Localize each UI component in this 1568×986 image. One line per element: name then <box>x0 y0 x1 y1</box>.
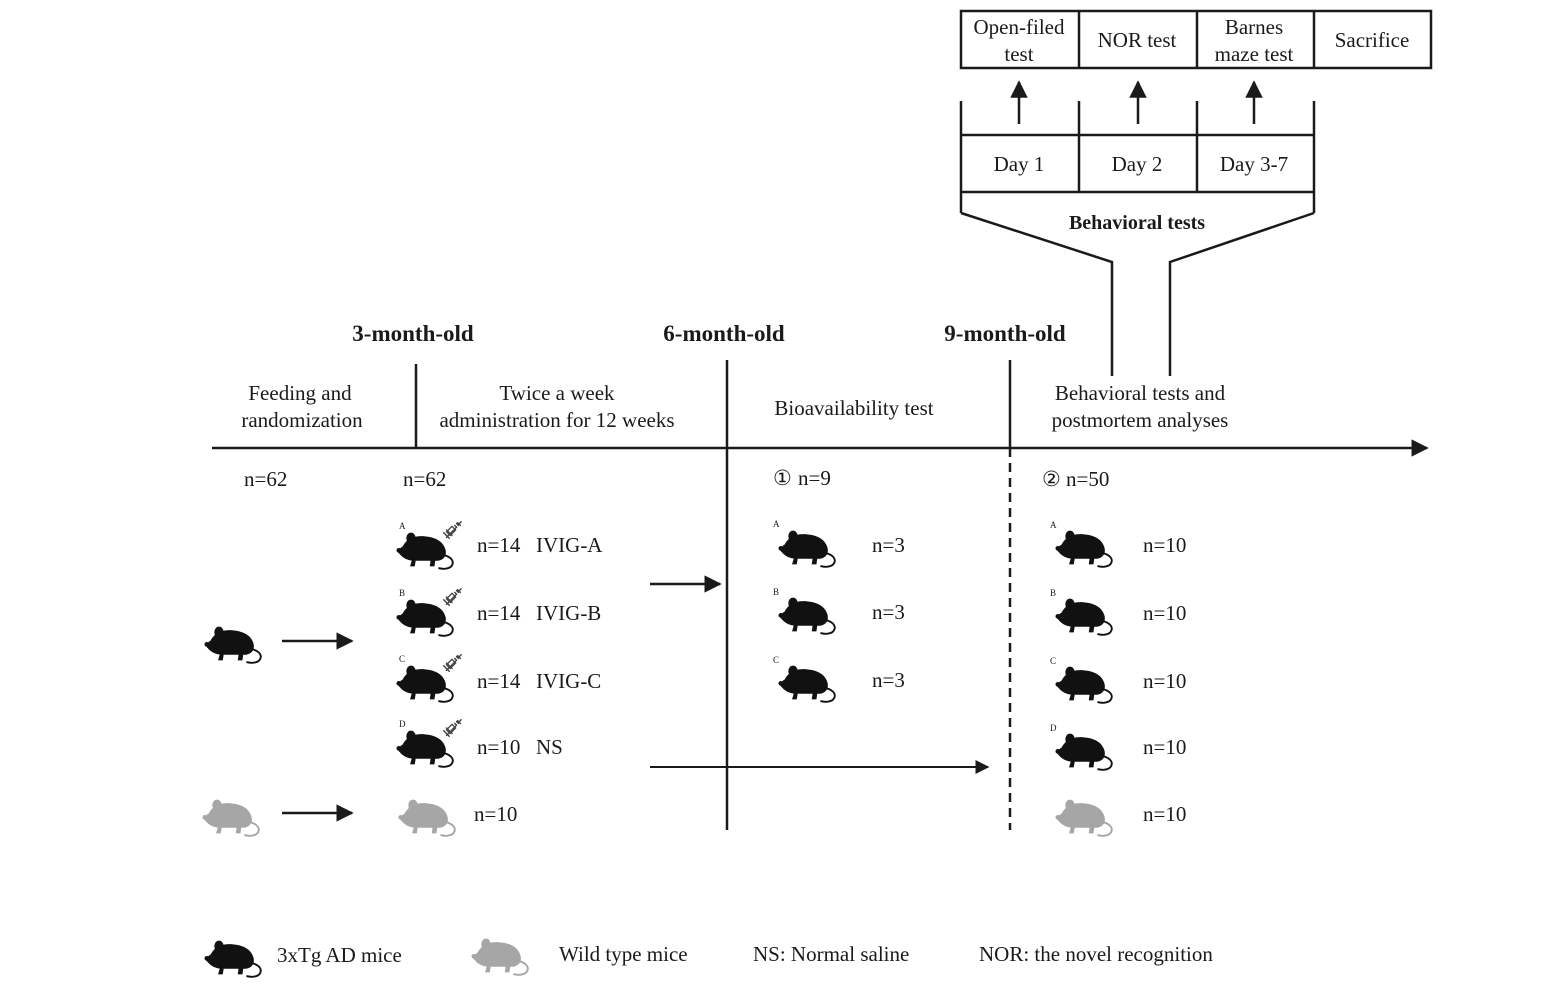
bio-group-a: A n=3 <box>773 519 905 568</box>
group-count: n=3 <box>872 668 905 692</box>
group-count: n=10 <box>1143 802 1186 826</box>
group-letter: C <box>399 654 405 664</box>
test-label-open-field-2: test <box>1004 42 1033 66</box>
group-letter: D <box>399 719 406 729</box>
mouse-icon <box>203 625 262 664</box>
group-letter: C <box>773 655 779 665</box>
timepoint-6-month: 6-month-old <box>663 321 785 346</box>
group-label: IVIG-B <box>536 601 601 625</box>
timepoint-3-month: 3-month-old <box>352 321 474 346</box>
group-letter: A <box>773 519 780 529</box>
group-letter: B <box>1050 588 1056 598</box>
syringe-icon <box>443 654 462 672</box>
timepoint-9-month: 9-month-old <box>944 321 1066 346</box>
final-group-b: B n=10 <box>1050 588 1186 636</box>
count-bioavailability: n=9 <box>798 466 831 490</box>
circled-two-marker: ② <box>1042 467 1061 491</box>
count-randomized: n=62 <box>403 467 446 491</box>
treatment-group-wild-type: n=10 <box>397 798 517 837</box>
group-count: n=14 <box>477 533 521 557</box>
final-group-wild-type: n=10 <box>1054 798 1186 837</box>
phase-administration: Twice a week <box>499 381 615 405</box>
mouse-icon <box>470 937 529 976</box>
group-label: IVIG-C <box>536 669 601 693</box>
group-label: NS <box>536 735 563 759</box>
group-label: IVIG-A <box>536 533 603 557</box>
phase-bioavailability: Bioavailability test <box>774 396 933 420</box>
phase-behavioral-2: postmortem analyses <box>1052 408 1229 432</box>
legend-ns: NS: Normal saline <box>753 942 909 966</box>
group-count: n=10 <box>1143 601 1186 625</box>
funnel-left <box>960 211 1114 376</box>
group-letter: C <box>1050 656 1056 666</box>
behavioral-tests-box: Open-filed test NOR test Barnes maze tes… <box>959 9 1433 376</box>
group-letter: A <box>399 521 406 531</box>
test-label-barnes: Barnes <box>1225 15 1283 39</box>
syringe-icon <box>443 588 462 606</box>
treatment-group-a: A n=14 IVIG-A <box>395 521 603 570</box>
group-count: n=14 <box>477 601 521 625</box>
day-label: Day 3-7 <box>1220 152 1288 176</box>
day-label: Day 2 <box>1112 152 1163 176</box>
group-count: n=3 <box>872 533 905 557</box>
test-label-barnes-2: maze test <box>1215 42 1294 66</box>
phase-administration-2: administration for 12 weeks <box>439 408 674 432</box>
group-count: n=10 <box>1143 533 1186 557</box>
final-group-d: D n=10 <box>1050 723 1186 771</box>
legend-tg: 3xTg AD mice <box>277 943 402 967</box>
group-letter: B <box>399 588 405 598</box>
group-count: n=10 <box>474 802 517 826</box>
day-label: Day 1 <box>994 152 1045 176</box>
final-group-c: C n=10 <box>1050 656 1186 704</box>
group-letter: B <box>773 587 779 597</box>
bio-group-c: C n=3 <box>773 655 905 703</box>
mouse-icon <box>201 798 260 837</box>
behavioral-tests-title: Behavioral tests <box>1069 212 1205 234</box>
test-label-sacrifice: Sacrifice <box>1335 28 1410 52</box>
mouse-icon <box>397 798 456 837</box>
treatment-group-c: C n=14 IVIG-C <box>395 654 601 703</box>
mouse-icon <box>203 939 262 978</box>
mouse-icon <box>395 664 454 703</box>
treatment-group-d: D n=10 NS <box>395 719 563 768</box>
legend-nor: NOR: the novel recognition <box>979 942 1213 966</box>
mouse-icon <box>1054 665 1113 704</box>
funnel-right <box>1168 211 1315 376</box>
mouse-icon <box>777 529 836 568</box>
group-count: n=10 <box>477 735 520 759</box>
mouse-icon <box>1054 529 1113 568</box>
treatment-group-b: B n=14 IVIG-B <box>395 588 601 637</box>
mouse-icon <box>777 596 836 635</box>
phase-behavioral: Behavioral tests and <box>1055 381 1226 405</box>
group-letter: A <box>1050 520 1057 530</box>
mouse-icon <box>1054 798 1113 837</box>
count-final: n=50 <box>1066 467 1109 491</box>
group-count: n=14 <box>477 669 521 693</box>
count-start: n=62 <box>244 467 287 491</box>
phase-feeding-2: randomization <box>241 408 363 432</box>
phase-feeding: Feeding and <box>248 381 352 405</box>
group-count: n=10 <box>1143 735 1186 759</box>
mouse-icon <box>1054 732 1113 771</box>
syringe-icon <box>443 521 462 539</box>
test-label-nor: NOR test <box>1098 28 1177 52</box>
bio-group-b: B n=3 <box>773 587 905 635</box>
legend-wt: Wild type mice <box>559 942 688 966</box>
group-count: n=3 <box>872 600 905 624</box>
group-letter: D <box>1050 723 1057 733</box>
mouse-icon <box>1054 597 1113 636</box>
mouse-icon <box>395 531 454 570</box>
final-group-a: A n=10 <box>1050 520 1186 568</box>
test-label-open-field: Open-filed <box>974 15 1065 39</box>
mouse-icon <box>395 598 454 637</box>
mouse-icon <box>395 729 454 768</box>
group-count: n=10 <box>1143 669 1186 693</box>
circled-one-marker: ① <box>773 466 792 490</box>
legend: 3xTg AD mice Wild type mice NS: Normal s… <box>203 937 1213 978</box>
syringe-icon <box>443 719 462 737</box>
mouse-icon <box>777 664 836 703</box>
